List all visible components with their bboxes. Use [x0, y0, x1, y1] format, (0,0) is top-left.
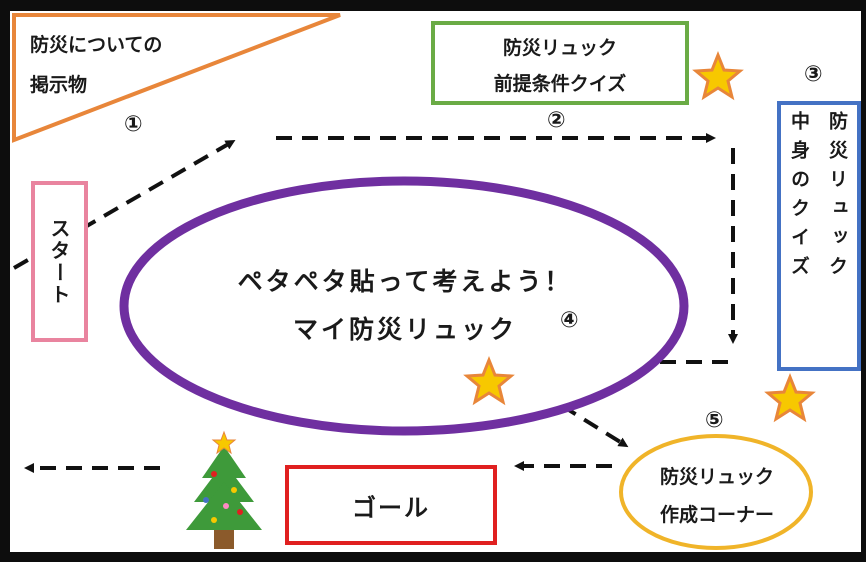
bulletin-label: 防災についての 掲示物 [30, 30, 250, 110]
bulletin-line-1: 防災についての [30, 34, 163, 56]
make-corner-line-2: 作成コーナー [659, 504, 774, 526]
center-title-line-1: ペタペタ貼って考えよう！ [237, 267, 573, 296]
star-icon [692, 50, 744, 101]
center-ellipse [119, 176, 689, 436]
prerequisite-quiz-box: 防災リュック 前提条件クイズ [431, 21, 689, 105]
contents-quiz-col-left: 中身のクイズ [788, 111, 810, 285]
step-number-3: ③ [804, 62, 823, 87]
step-number-1: ① [124, 112, 143, 137]
make-corner-ellipse [619, 434, 813, 550]
start-label: スタート [47, 217, 71, 306]
quiz-line-2: 前提条件クイズ [493, 73, 627, 95]
arrow-to-make-corner [538, 390, 629, 448]
star-icon [463, 355, 515, 406]
start-box: スタート [31, 181, 88, 342]
bulletin-triangle [12, 13, 341, 143]
step-number-4: ④ [560, 308, 579, 333]
center-title-line-2: マイ防災リュック [292, 315, 517, 344]
bulletin-line-2: 掲示物 [30, 74, 88, 96]
step-number-5: ⑤ [705, 408, 724, 433]
step-number-2: ② [547, 108, 566, 133]
goal-label: ゴール [352, 493, 430, 522]
christmas-tree-icon [186, 430, 262, 549]
goal-box: ゴール [285, 465, 497, 545]
quiz-line-1: 防災リュック [502, 37, 617, 59]
contents-quiz-col-right: 防災リュック [826, 111, 848, 285]
contents-quiz-box: 防災リュック 中身のクイズ [777, 101, 861, 371]
make-corner-line-1: 防災リュック [659, 466, 774, 488]
star-icon [764, 372, 816, 423]
